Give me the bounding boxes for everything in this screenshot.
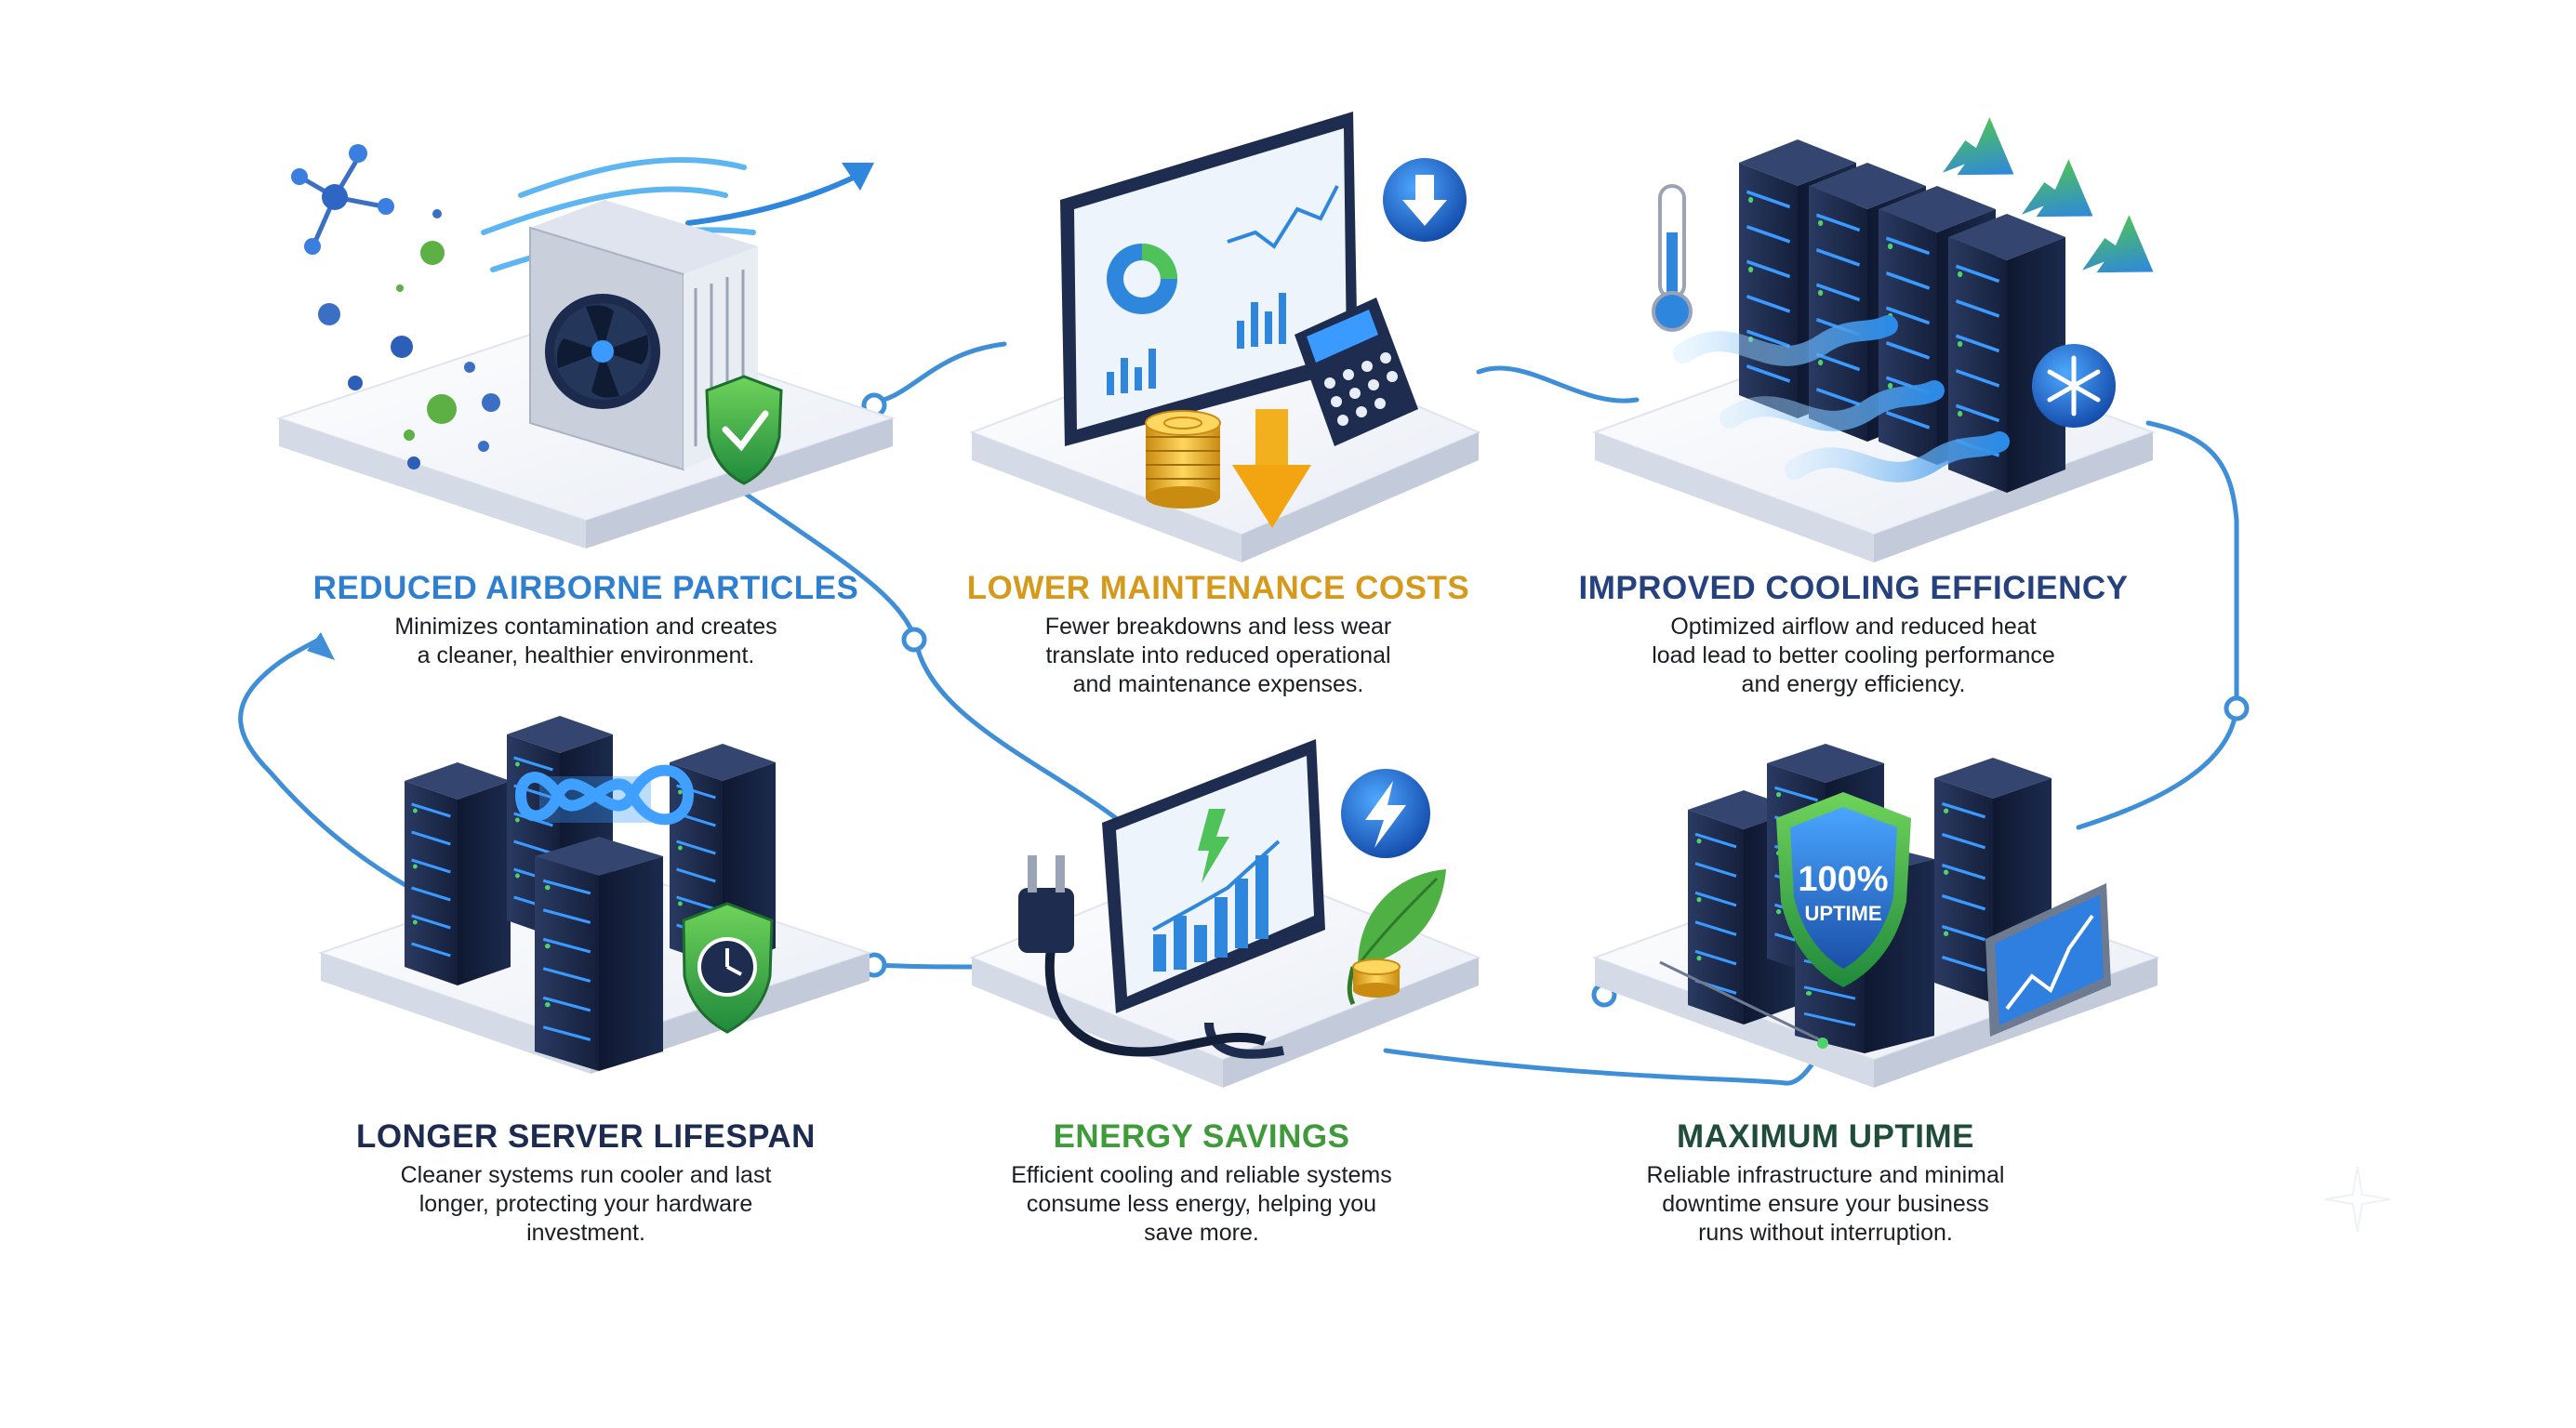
panel-maximum-uptime-illustration: 100% UPTIME (1659, 742, 2111, 1055)
coin-icon (1352, 959, 1401, 998)
panel-cooling-efficiency-illustration (1652, 117, 2154, 495)
benefit-title: LONGER SERVER LIFESPAN (356, 1118, 816, 1155)
benefit-description: Reliable infrastructure and minimal down… (1472, 1161, 2179, 1248)
benefit-description-line: runs without interruption. (1698, 1220, 1953, 1246)
trend-chart-icon (1985, 883, 2111, 1037)
benefit-title: ENERGY SAVINGS (1053, 1118, 1350, 1155)
benefit-description-line: longer, protecting your hardware (418, 1191, 753, 1217)
uptime-badge-percent: 100% (1798, 860, 1888, 899)
benefit-description-line: save more. (1144, 1220, 1259, 1246)
benefit-card-energy-savings: ENERGY SAVINGS Efficient cooling and rel… (848, 1118, 1555, 1248)
shield-check-icon (705, 375, 783, 485)
clock-shield-icon (682, 902, 774, 1034)
down-arrow-icon (1232, 409, 1311, 528)
benefit-title: MAXIMUM UPTIME (1676, 1118, 1975, 1155)
benefit-description-line: Reliable infrastructure and minimal (1646, 1162, 2005, 1188)
virus-particle-icon (318, 209, 500, 469)
down-arrow-badge-icon (1383, 158, 1467, 242)
lightning-icon (1341, 769, 1430, 858)
benefit-description: Minimizes contamination and creates a cl… (232, 613, 939, 670)
tablet-chart-icon (1102, 739, 1325, 1059)
benefit-card-maintenance-costs: LOWER MAINTENANCE COSTS Fewer breakdowns… (865, 570, 1572, 699)
benefit-description-line: Optimized airflow and reduced heat (1670, 614, 2037, 640)
benefit-title: IMPROVED COOLING EFFICIENCY (1578, 570, 2129, 606)
calculator-icon (1295, 298, 1418, 446)
benefit-description-line: and maintenance expenses. (1072, 671, 1364, 697)
leaf-icon (1347, 869, 1446, 1006)
benefit-description-line: and energy efficiency. (1741, 671, 1966, 697)
coin-stack-icon (1145, 410, 1221, 509)
benefit-description: Optimized airflow and reduced heat load … (1500, 613, 2207, 699)
dashboard-monitor-icon (1060, 112, 1358, 446)
benefit-description-line: Minimizes contamination and creates (394, 614, 777, 640)
benefit-description-line: Efficient cooling and reliable systems (1011, 1162, 1392, 1188)
flow-arrow-icon (307, 632, 335, 660)
connector-nodes (861, 392, 2250, 1008)
sparkle-icon (2324, 1166, 2391, 1233)
benefit-description: Cleaner systems run cooler and last long… (232, 1161, 939, 1248)
infinity-icon (514, 764, 695, 826)
panel-energy-savings-illustration (1018, 739, 1446, 1059)
benefit-card-cooling-efficiency: IMPROVED COOLING EFFICIENCY Optimized ai… (1500, 570, 2207, 699)
cool-airflow-icon (1673, 315, 2010, 483)
panel-server-lifespan-illustration (403, 714, 777, 1073)
benefit-title: REDUCED AIRBORNE PARTICLES (312, 570, 859, 606)
benefit-description: Fewer breakdowns and less wear translate… (865, 613, 1572, 699)
benefit-description-line: downtime ensure your business (1662, 1191, 1989, 1217)
benefit-description-line: consume less energy, helping you (1026, 1191, 1377, 1217)
benefit-card-reduced-particles: REDUCED AIRBORNE PARTICLES Minimizes con… (232, 570, 939, 670)
air-purifier-icon (529, 200, 758, 471)
benefit-description-line: a cleaner, healthier environment. (417, 642, 755, 668)
benefit-description-line: translate into reduced operational (1045, 642, 1391, 668)
benefit-card-server-lifespan: LONGER SERVER LIFESPAN Cleaner systems r… (232, 1118, 939, 1248)
panel-reduced-particles-illustration (291, 144, 874, 485)
molecule-icon (291, 144, 394, 255)
uptime-badge-label: UPTIME (1804, 902, 1881, 925)
thermometer-icon (1652, 184, 1693, 332)
benefit-title: LOWER MAINTENANCE COSTS (966, 570, 1470, 606)
benefit-description: Efficient cooling and reliable systems c… (848, 1161, 1555, 1248)
uptime-shield-icon: 100% UPTIME (1776, 792, 1911, 987)
benefit-description-line: investment. (526, 1220, 645, 1246)
benefit-description-line: Fewer breakdowns and less wear (1044, 614, 1392, 640)
up-arrow-icon (1943, 117, 2154, 273)
power-plug-icon (1018, 855, 1267, 1057)
snowflake-icon (2032, 344, 2116, 428)
benefit-card-maximum-uptime: MAXIMUM UPTIME Reliable infrastructure a… (1472, 1118, 2179, 1248)
benefit-description-line: Cleaner systems run cooler and last (400, 1162, 772, 1188)
panel-maintenance-costs-illustration (1060, 112, 1467, 528)
benefit-description-line: load lead to better cooling performance (1652, 642, 2055, 668)
